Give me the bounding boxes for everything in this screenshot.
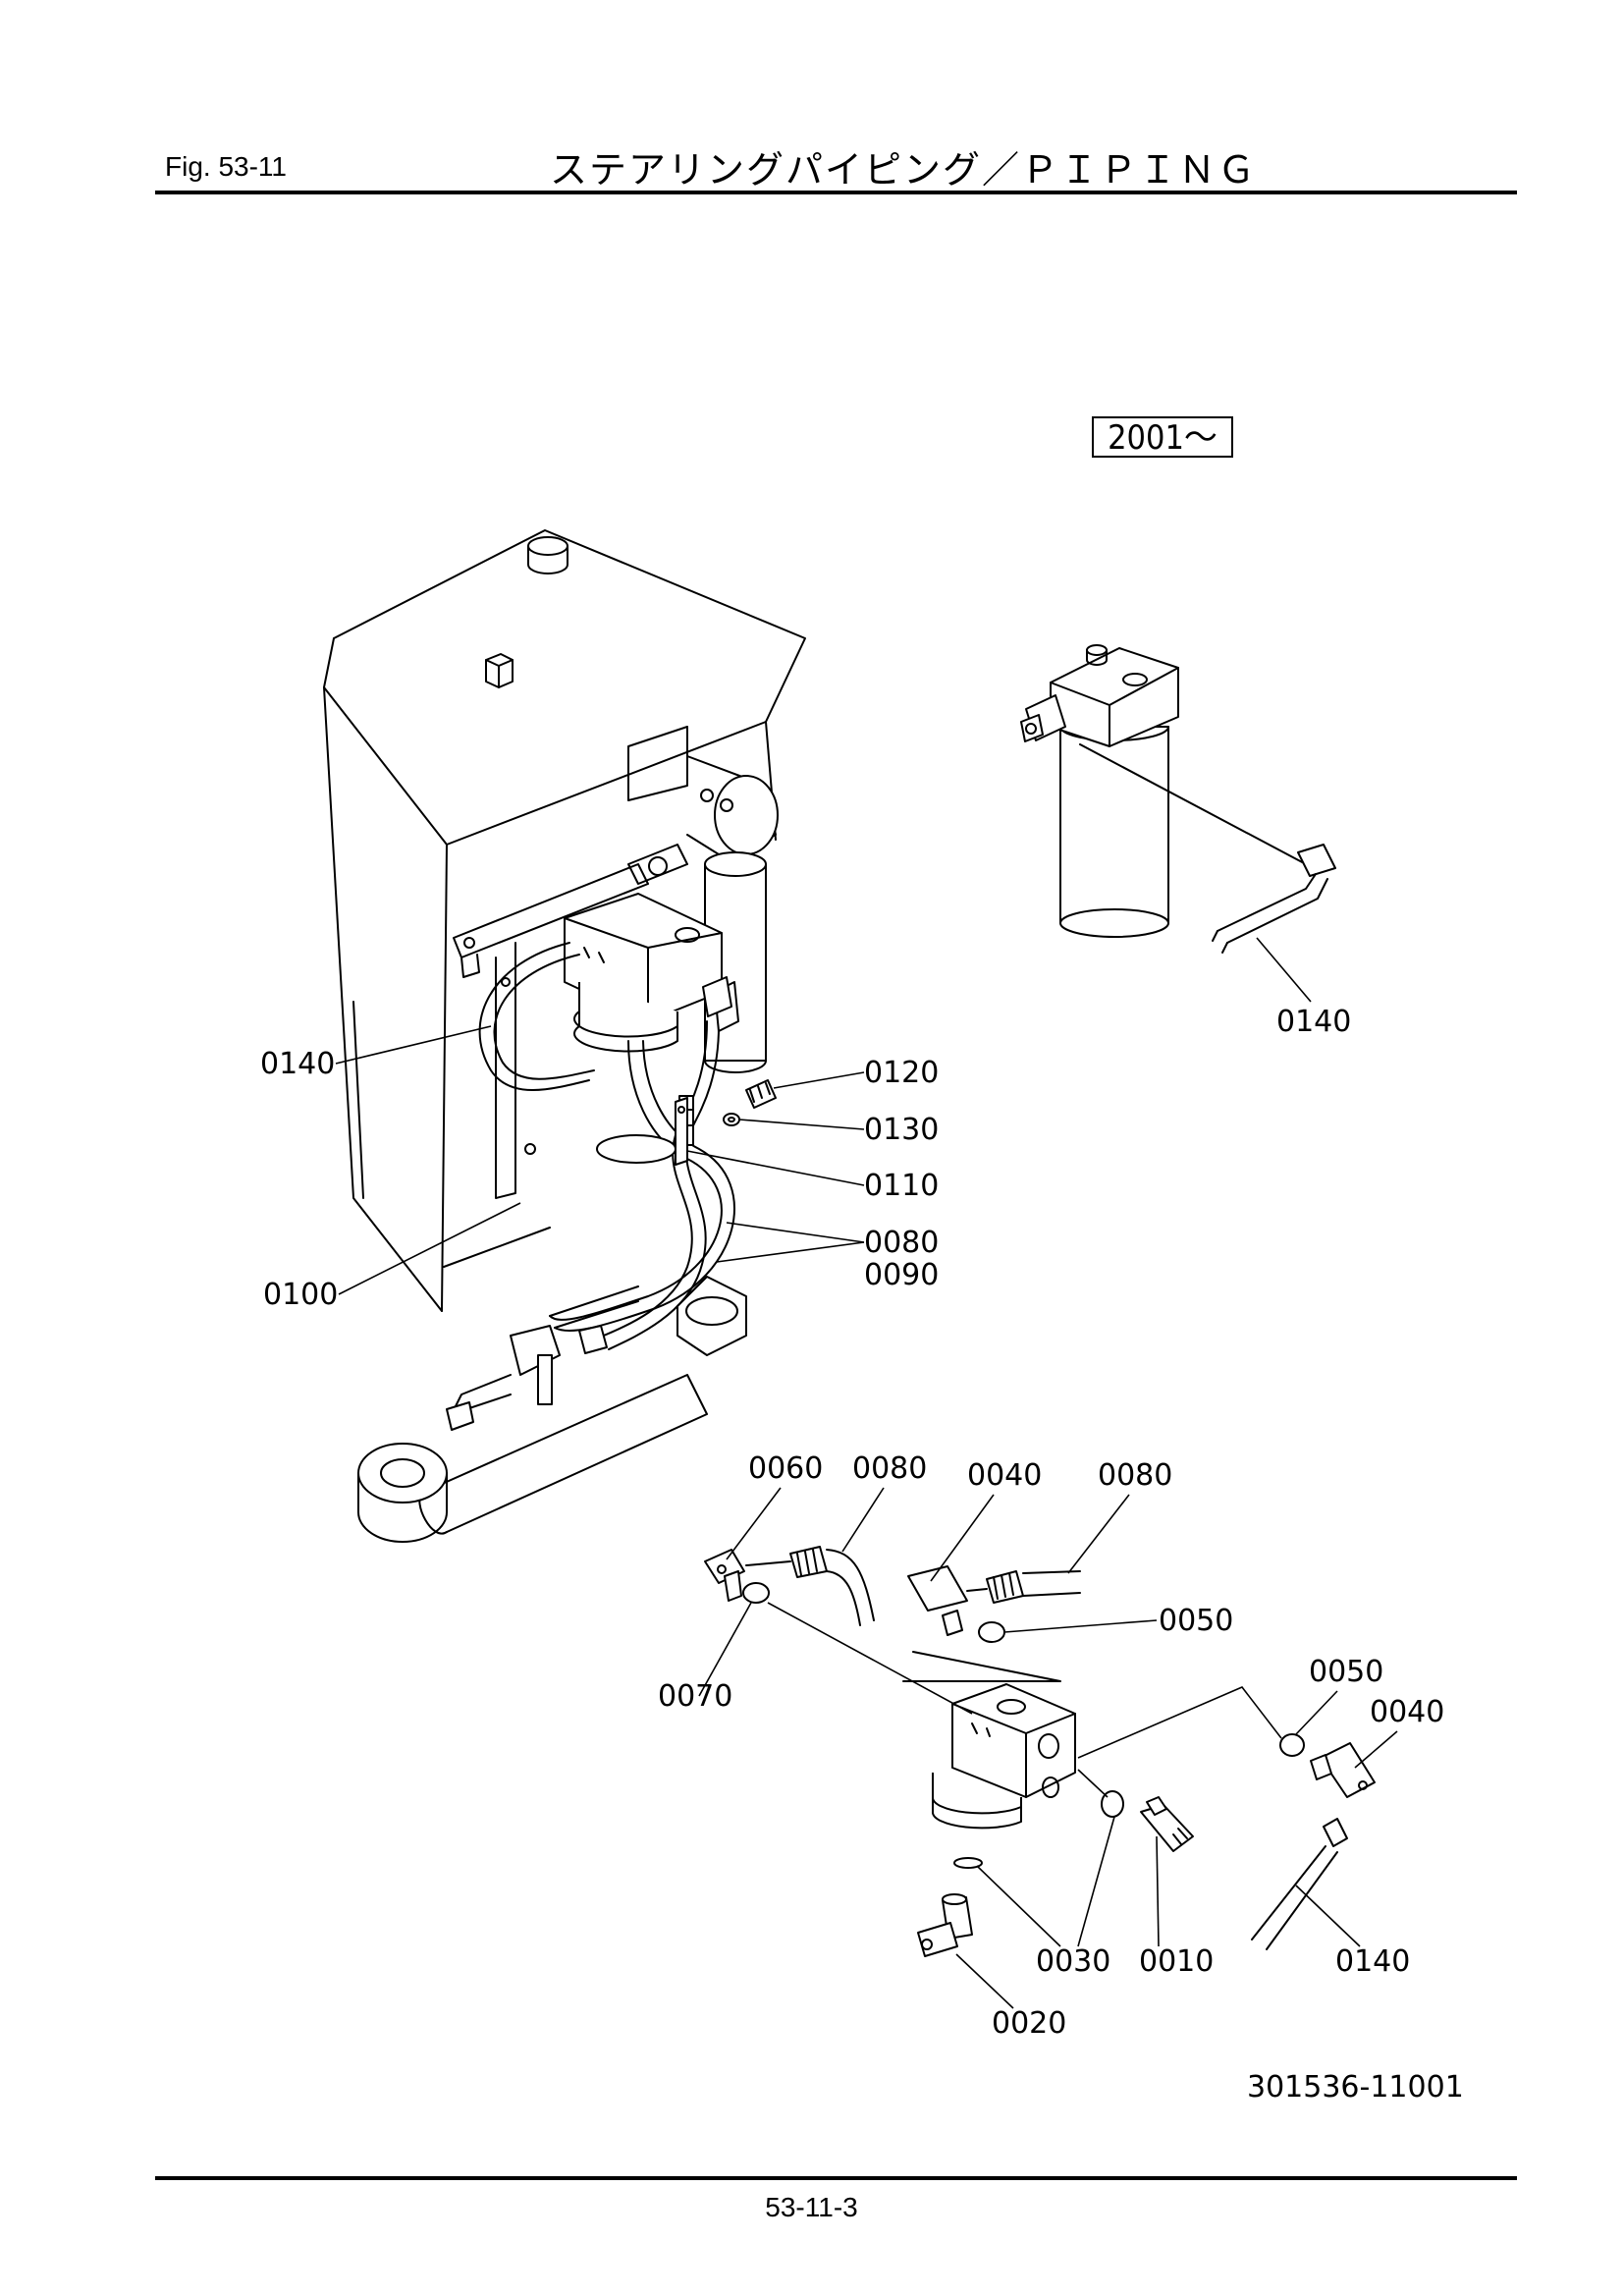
callout-0050-b: 0050 [1309,1655,1383,1689]
clamp-part [675,1097,688,1166]
elbow-0020 [917,1893,973,1957]
callout-0140-bottom: 0140 [1335,1944,1410,1979]
leader-lines-exploded [698,1487,1398,2009]
callout-0040-b: 0040 [1370,1695,1444,1729]
callout-0010: 0010 [1139,1944,1214,1979]
callout-0130: 0130 [864,1113,939,1147]
callout-0090: 0090 [864,1258,939,1292]
callout-0060: 0060 [748,1451,823,1486]
elbow-0040-right [1310,1742,1376,1798]
callout-0040-a: 0040 [967,1458,1042,1493]
leader-lines-main [335,1025,865,1295]
callout-0020: 0020 [992,2006,1066,2041]
connection-lines [767,1602,1282,1798]
elbow-0060 [704,1549,745,1602]
steering-unit-main [564,893,723,1053]
callout-0120: 0120 [864,1056,939,1090]
drawing-number: 301536-11001 [1247,2070,1464,2105]
filter-assembly [627,726,779,1073]
year-badge: 2001～ [1092,416,1233,458]
callout-0080-a: 0080 [852,1451,927,1486]
footer-rule [155,2176,1517,2180]
header-rule [155,191,1517,194]
callout-0100: 0100 [263,1278,338,1312]
callout-0080-main: 0080 [864,1226,939,1260]
hose-end-0080-a [745,1546,875,1626]
callout-0110: 0110 [864,1169,939,1203]
o-rings [742,1582,1305,1869]
callout-0080-b: 0080 [1098,1458,1172,1493]
steering-unit-exploded [902,1651,1076,1830]
callout-0140-top-right: 0140 [1276,1005,1351,1039]
page-number: 53-11-3 [765,2192,858,2222]
bolt-and-washer [723,1079,777,1126]
callout-0140-left: 0140 [260,1047,335,1081]
pipe-0140-bottom [1251,1818,1348,1950]
page-title: ステアリングパイピング／ＰＩＰＩＮＧ [550,148,1258,191]
figure-number: Fig. 53-11 [165,151,287,182]
callout-0030: 0030 [1036,1944,1110,1979]
hose-end-0080-b [907,1565,1081,1636]
filter-detail [1020,644,1179,938]
pipe-0140-top [1079,743,1336,1003]
fitting-0010 [1140,1796,1194,1852]
hoses-main [478,942,739,1350]
callout-0050-a: 0050 [1159,1604,1233,1638]
steering-cylinder [357,1276,747,1543]
callout-0070: 0070 [658,1679,732,1714]
